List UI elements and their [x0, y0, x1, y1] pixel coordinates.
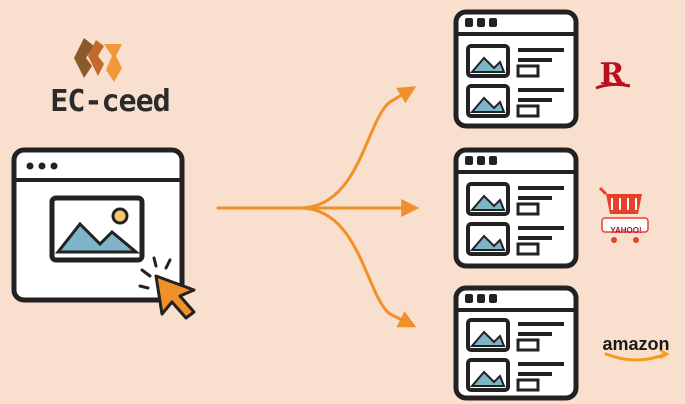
cursor-click-icon — [138, 256, 196, 320]
amazon-smile-icon — [604, 348, 670, 362]
branch-arrow-icon — [216, 86, 420, 328]
product-page-icon — [453, 9, 579, 129]
brand-logo-icon — [74, 38, 122, 82]
brand-name: EC-ceed — [50, 84, 170, 119]
amazon-logo: amazon — [602, 334, 670, 354]
yahoo-logo-text: YAHOO! — [610, 226, 642, 235]
product-page-icon — [453, 147, 579, 269]
yahoo-shopping-logo — [598, 186, 649, 243]
product-page-icon — [453, 285, 579, 401]
image-icon — [49, 195, 145, 263]
rakuten-logo: R — [595, 57, 631, 92]
